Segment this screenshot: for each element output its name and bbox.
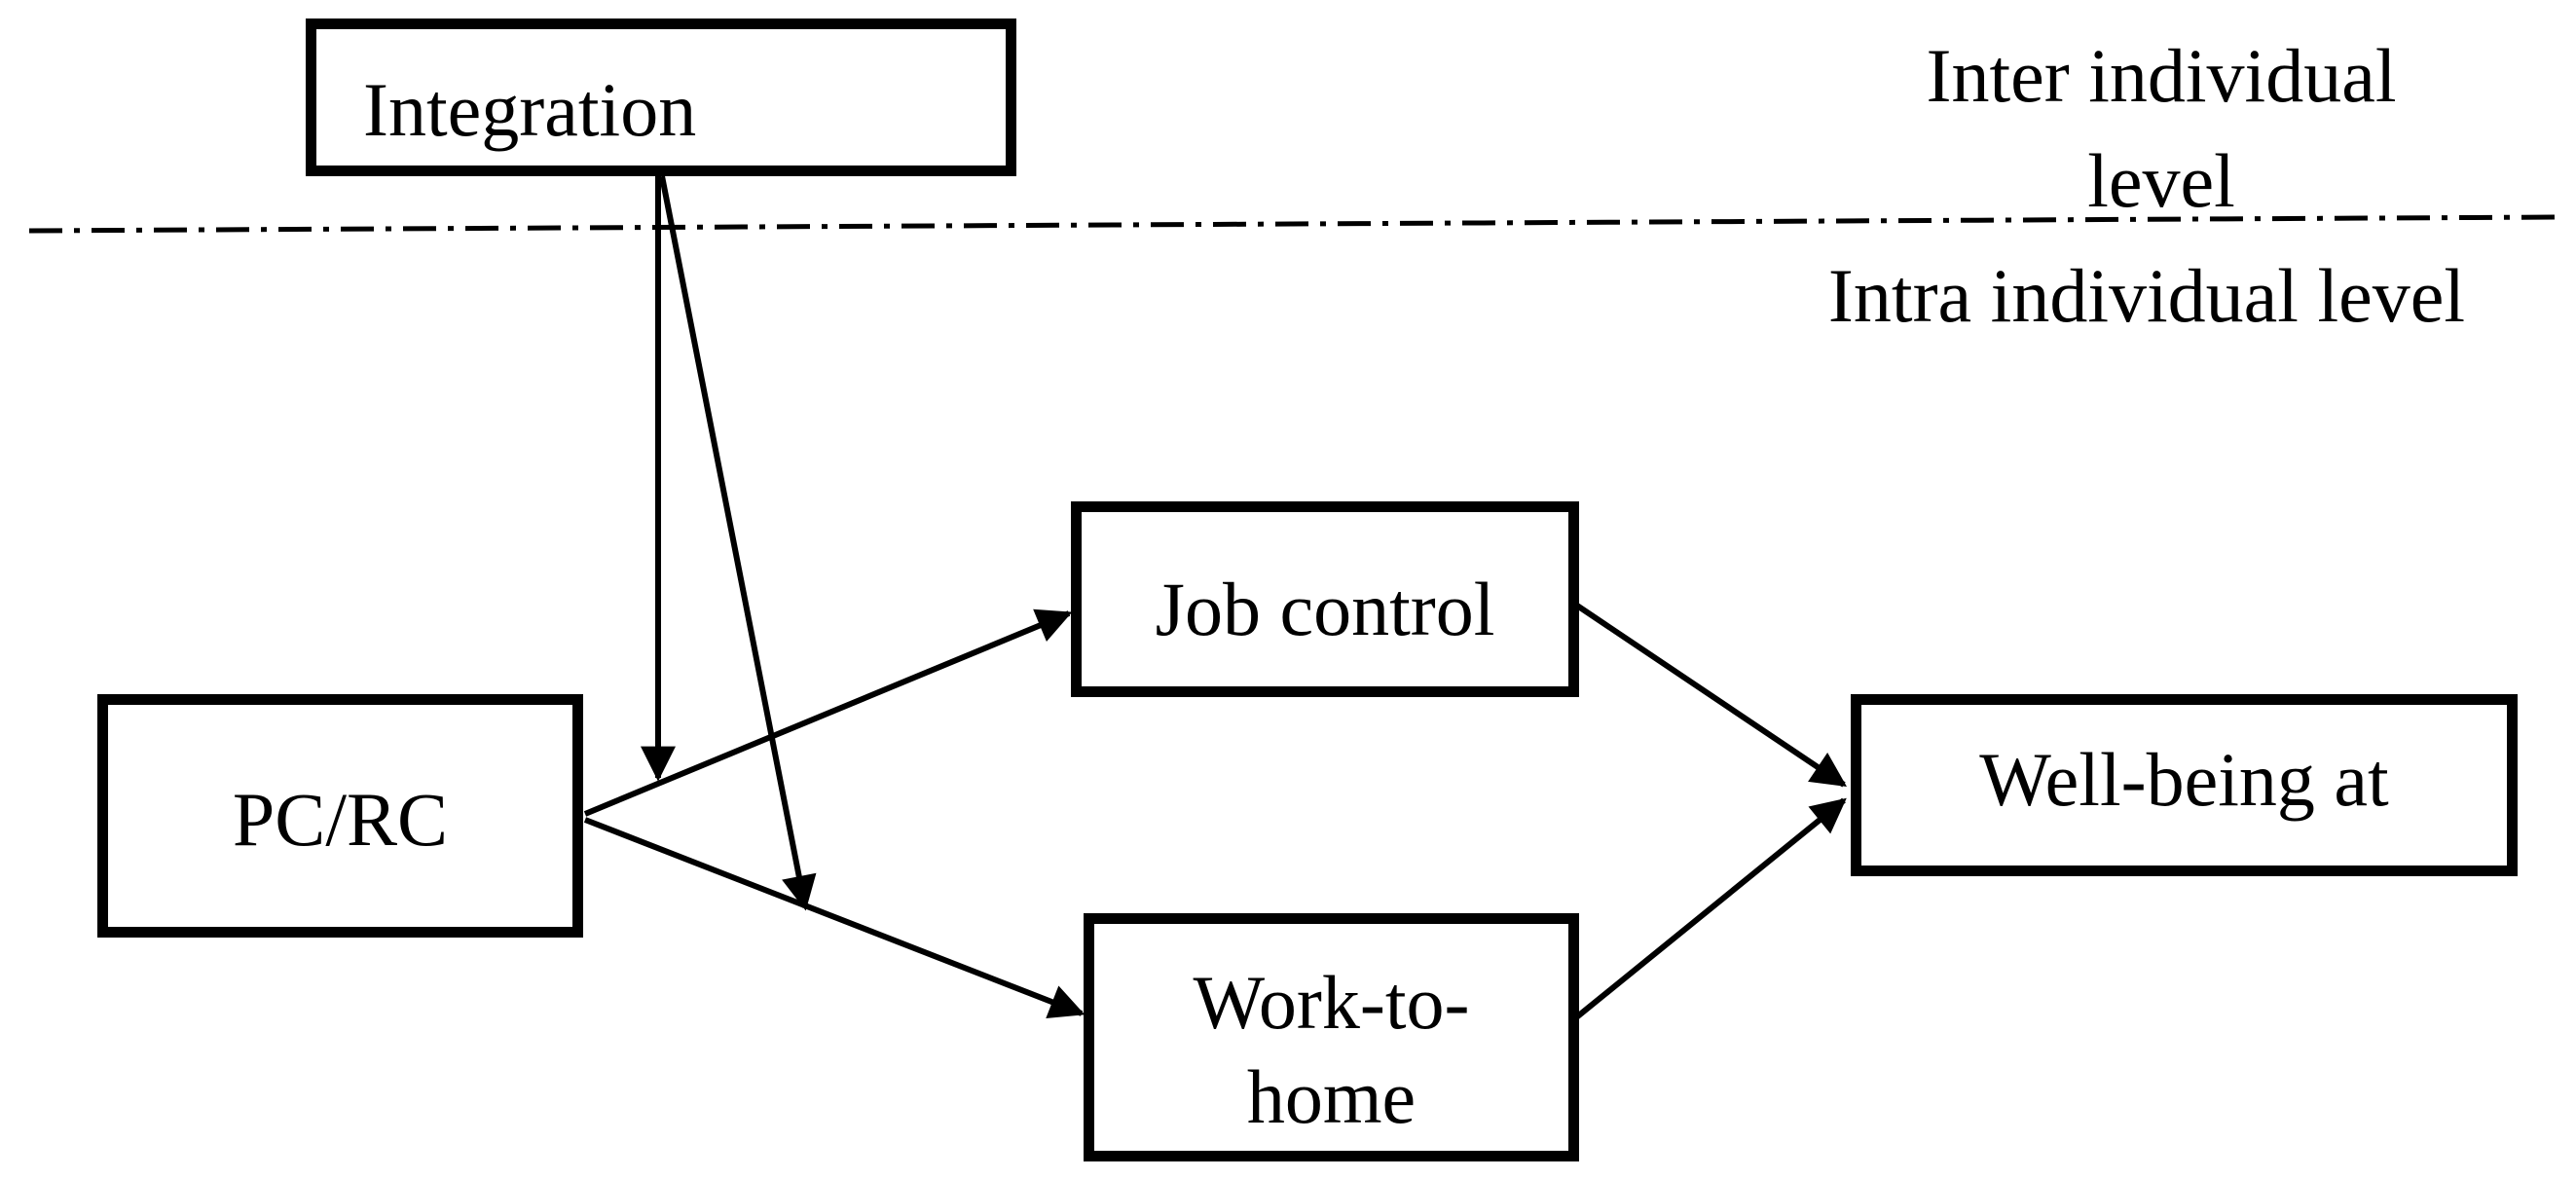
integration-label: Integration (363, 67, 697, 153)
inter-individual-level-label: Inter individual level (1840, 23, 2483, 234)
integration-box: Integration (306, 18, 1016, 176)
well-being-box: Well-being at (1851, 694, 2518, 876)
arrow-job-control-to-well-being (1575, 603, 1847, 788)
inter-individual-level-line1: Inter individual (1926, 33, 2397, 118)
job-control-label: Job control (1155, 566, 1495, 651)
job-control-box: Job control (1071, 501, 1579, 697)
work-to-home-label-line1: Work-to- (1193, 959, 1470, 1045)
work-to-home-box: Work-to- home (1084, 913, 1579, 1161)
inter-individual-level-line2: level (2087, 138, 2235, 223)
level-divider-line (28, 214, 2558, 234)
intra-individual-level-label: Intra individual level (1743, 243, 2551, 349)
arrow-integration-to-worktohome-path (659, 175, 817, 911)
arrow-pcrc-to-work-to-home (583, 817, 1086, 1018)
intra-individual-level-text: Intra individual level (1827, 253, 2466, 338)
pcrc-box: PC/RC (97, 694, 583, 938)
work-to-home-label-line2: home (1246, 1053, 1417, 1139)
pcrc-label: PC/RC (232, 777, 449, 863)
well-being-label: Well-being at (1979, 736, 2389, 822)
arrow-work-to-home-to-well-being (1573, 797, 1847, 1021)
